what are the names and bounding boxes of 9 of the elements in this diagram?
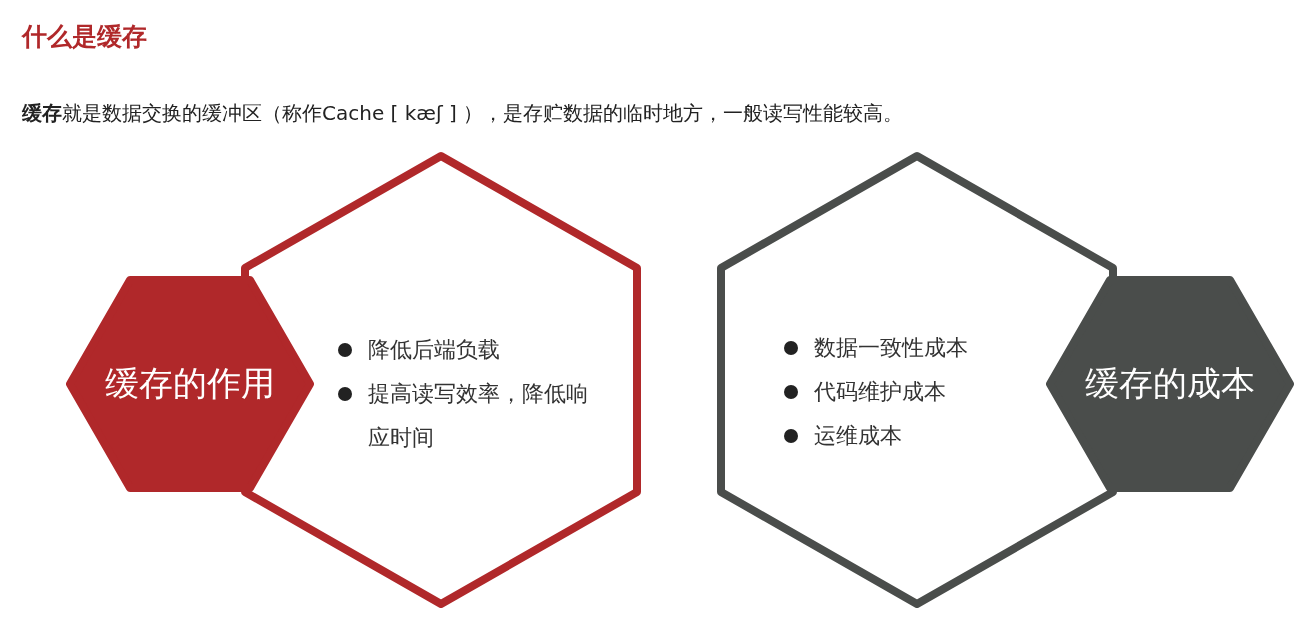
bullet-item: 数据一致性成本 [782, 326, 1047, 370]
bullet-item: 降低后端负载 [336, 328, 601, 372]
section-label: 缓存的作用 [105, 362, 275, 405]
bullet-item: 代码维护成本 [782, 370, 1047, 414]
section-label: 缓存的成本 [1085, 362, 1255, 405]
bullet-item: 提高读写效率，降低响应时间 [336, 372, 601, 460]
bullet-item: 运维成本 [782, 414, 1047, 458]
page-title: 什么是缓存 [22, 21, 147, 53]
intro-sentence: 缓存就是数据交换的缓冲区（称作Cache [ kæʃ ] ），是存贮数据的临时地方，一般读写性能较高。 [22, 100, 904, 127]
